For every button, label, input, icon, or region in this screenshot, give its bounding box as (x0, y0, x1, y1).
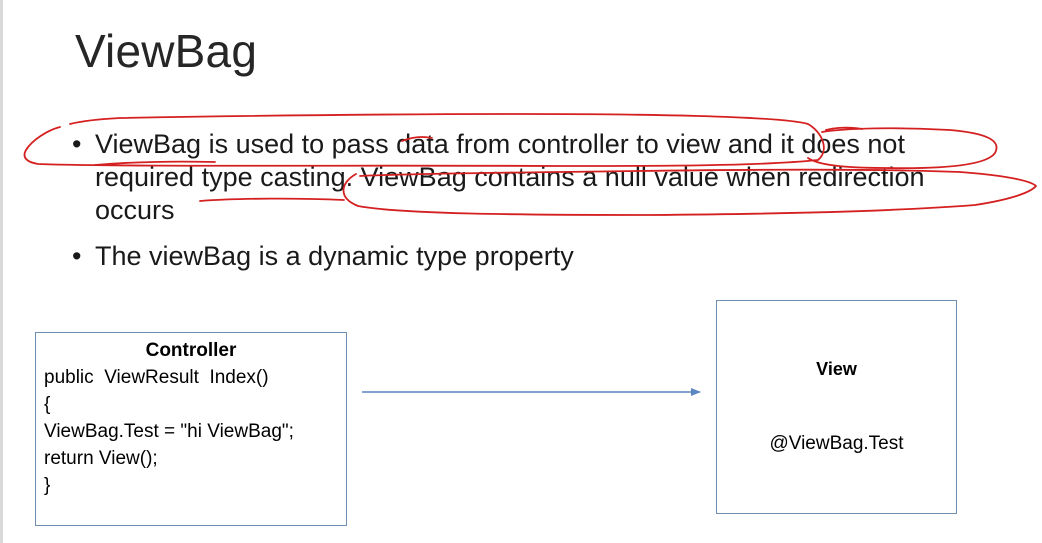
controller-box: Controller public ViewResult Index() { V… (35, 332, 347, 526)
code-line: ViewBag.Test = "hi ViewBag"; (44, 421, 294, 442)
bullet-line: ViewBag is used to pass data from contro… (95, 129, 905, 159)
view-box: View @ViewBag.Test (716, 300, 957, 514)
view-title: View (816, 359, 857, 379)
code-line: { (44, 394, 51, 415)
bullet-dot-icon: • (72, 129, 82, 159)
bullet-list: • ViewBag is used to pass data from cont… (70, 128, 1030, 273)
bullet-line: occurs (95, 195, 175, 225)
view-expression: @ViewBag.Test (769, 433, 904, 454)
code-line: public ViewResult Index() (44, 367, 269, 388)
bullet-line: The viewBag is a dynamic type property (95, 241, 574, 271)
bullet-text: ViewBag is used to pass data from contro… (95, 128, 1030, 227)
bullet-dot-icon: • (72, 241, 82, 271)
bullet-line: required type casting. ViewBag contains … (95, 162, 925, 192)
controller-title: Controller (145, 340, 237, 361)
bullet-item-viewbag-description: • ViewBag is used to pass data from cont… (70, 128, 1030, 227)
slide-title: ViewBag (75, 25, 258, 77)
code-line: } (44, 475, 51, 496)
bullet-item-dynamic-type: • The viewBag is a dynamic type property (70, 240, 1030, 273)
slide-left-edge (0, 0, 3, 543)
bullet-text: The viewBag is a dynamic type property (95, 240, 1030, 273)
code-line: return View(); (44, 448, 158, 469)
